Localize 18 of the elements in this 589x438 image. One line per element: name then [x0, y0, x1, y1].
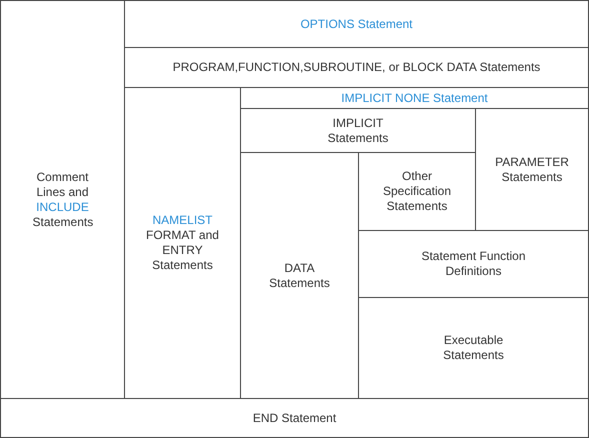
statement-label: PARAMETER Statements — [494, 154, 570, 184]
statement-label: FORMAT and ENTRY Statements — [145, 228, 220, 273]
statement-label: PROGRAM,FUNCTION,SUBROUTINE, or BLOCK DATA Statements — [172, 60, 540, 75]
statement-label: Other Specification Statements — [382, 169, 452, 214]
statement-block — [0, 0, 125, 399]
statement-label: OPTIONS Statement — [300, 16, 413, 32]
statement-label: Comment Lines and — [35, 170, 90, 200]
statement-label: DATA Statements — [268, 260, 331, 290]
statement-label: NAMELIST — [152, 213, 212, 228]
statement-block — [0, 398, 589, 438]
statement-label: IMPLICIT NONE Statement — [341, 90, 488, 106]
statement-label: IMPLICIT Statements — [326, 116, 390, 146]
statement-label: Statement Function Definitions — [420, 249, 527, 279]
statement-label: INCLUDE — [36, 200, 89, 214]
statement-label: END Statement — [252, 410, 336, 426]
statement-label: Statements — [32, 214, 92, 230]
statement-block — [124, 0, 589, 48]
statement-label: Executable Statements — [442, 333, 505, 363]
